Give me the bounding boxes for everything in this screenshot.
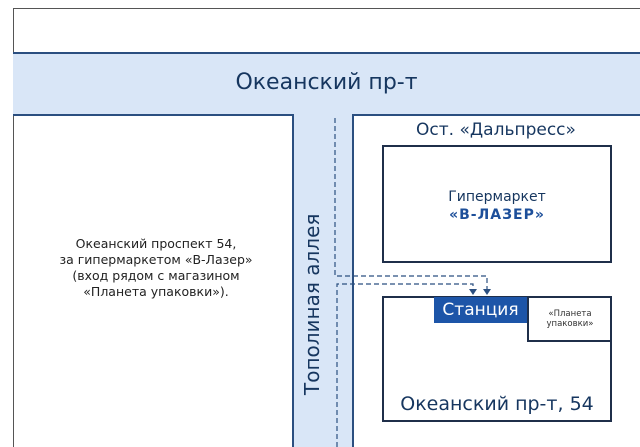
shop-line1: «Планета — [548, 309, 592, 319]
arrow-down-icon — [469, 289, 477, 295]
directions-line2: за гипермаркетом «В-Лазер» — [59, 252, 253, 267]
hypermarket-name: «В-ЛАЗЕР» — [449, 207, 545, 223]
directions-text: Океанский проспект 54, за гипермаркетом … — [30, 236, 282, 300]
map-frame — [13, 8, 640, 447]
directions-line1: Океанский проспект 54, — [75, 236, 237, 251]
shop-divider-h — [527, 340, 612, 342]
city-block — [352, 114, 640, 447]
hypermarket-label: Гипермаркет «В-ЛАЗЕР» — [382, 188, 612, 224]
road-topolinaya — [292, 114, 354, 447]
directions-line3: (вход рядом с магазином — [72, 268, 240, 283]
hypermarket-building — [382, 145, 612, 263]
hypermarket-line1: Гипермаркет — [448, 189, 546, 205]
arrow-down-icon — [483, 289, 491, 295]
shop-divider-v — [527, 296, 529, 341]
station-badge: Станция — [434, 297, 527, 323]
shop-line2: упаковки» — [546, 319, 594, 329]
route-dashed-line-2 — [336, 283, 474, 447]
bus-stop-label: Ост. «Дальпресс» — [416, 120, 576, 140]
route-dashed-line-1 — [334, 118, 488, 290]
target-building — [382, 296, 612, 422]
directions-line4: «Планета упаковки»). — [83, 284, 229, 299]
neighbor-shop-label: «Планета упаковки» — [530, 309, 610, 329]
road-main-label: Океанский пр-т — [235, 70, 418, 95]
building-address: Океанский пр-т, 54 — [400, 393, 594, 415]
